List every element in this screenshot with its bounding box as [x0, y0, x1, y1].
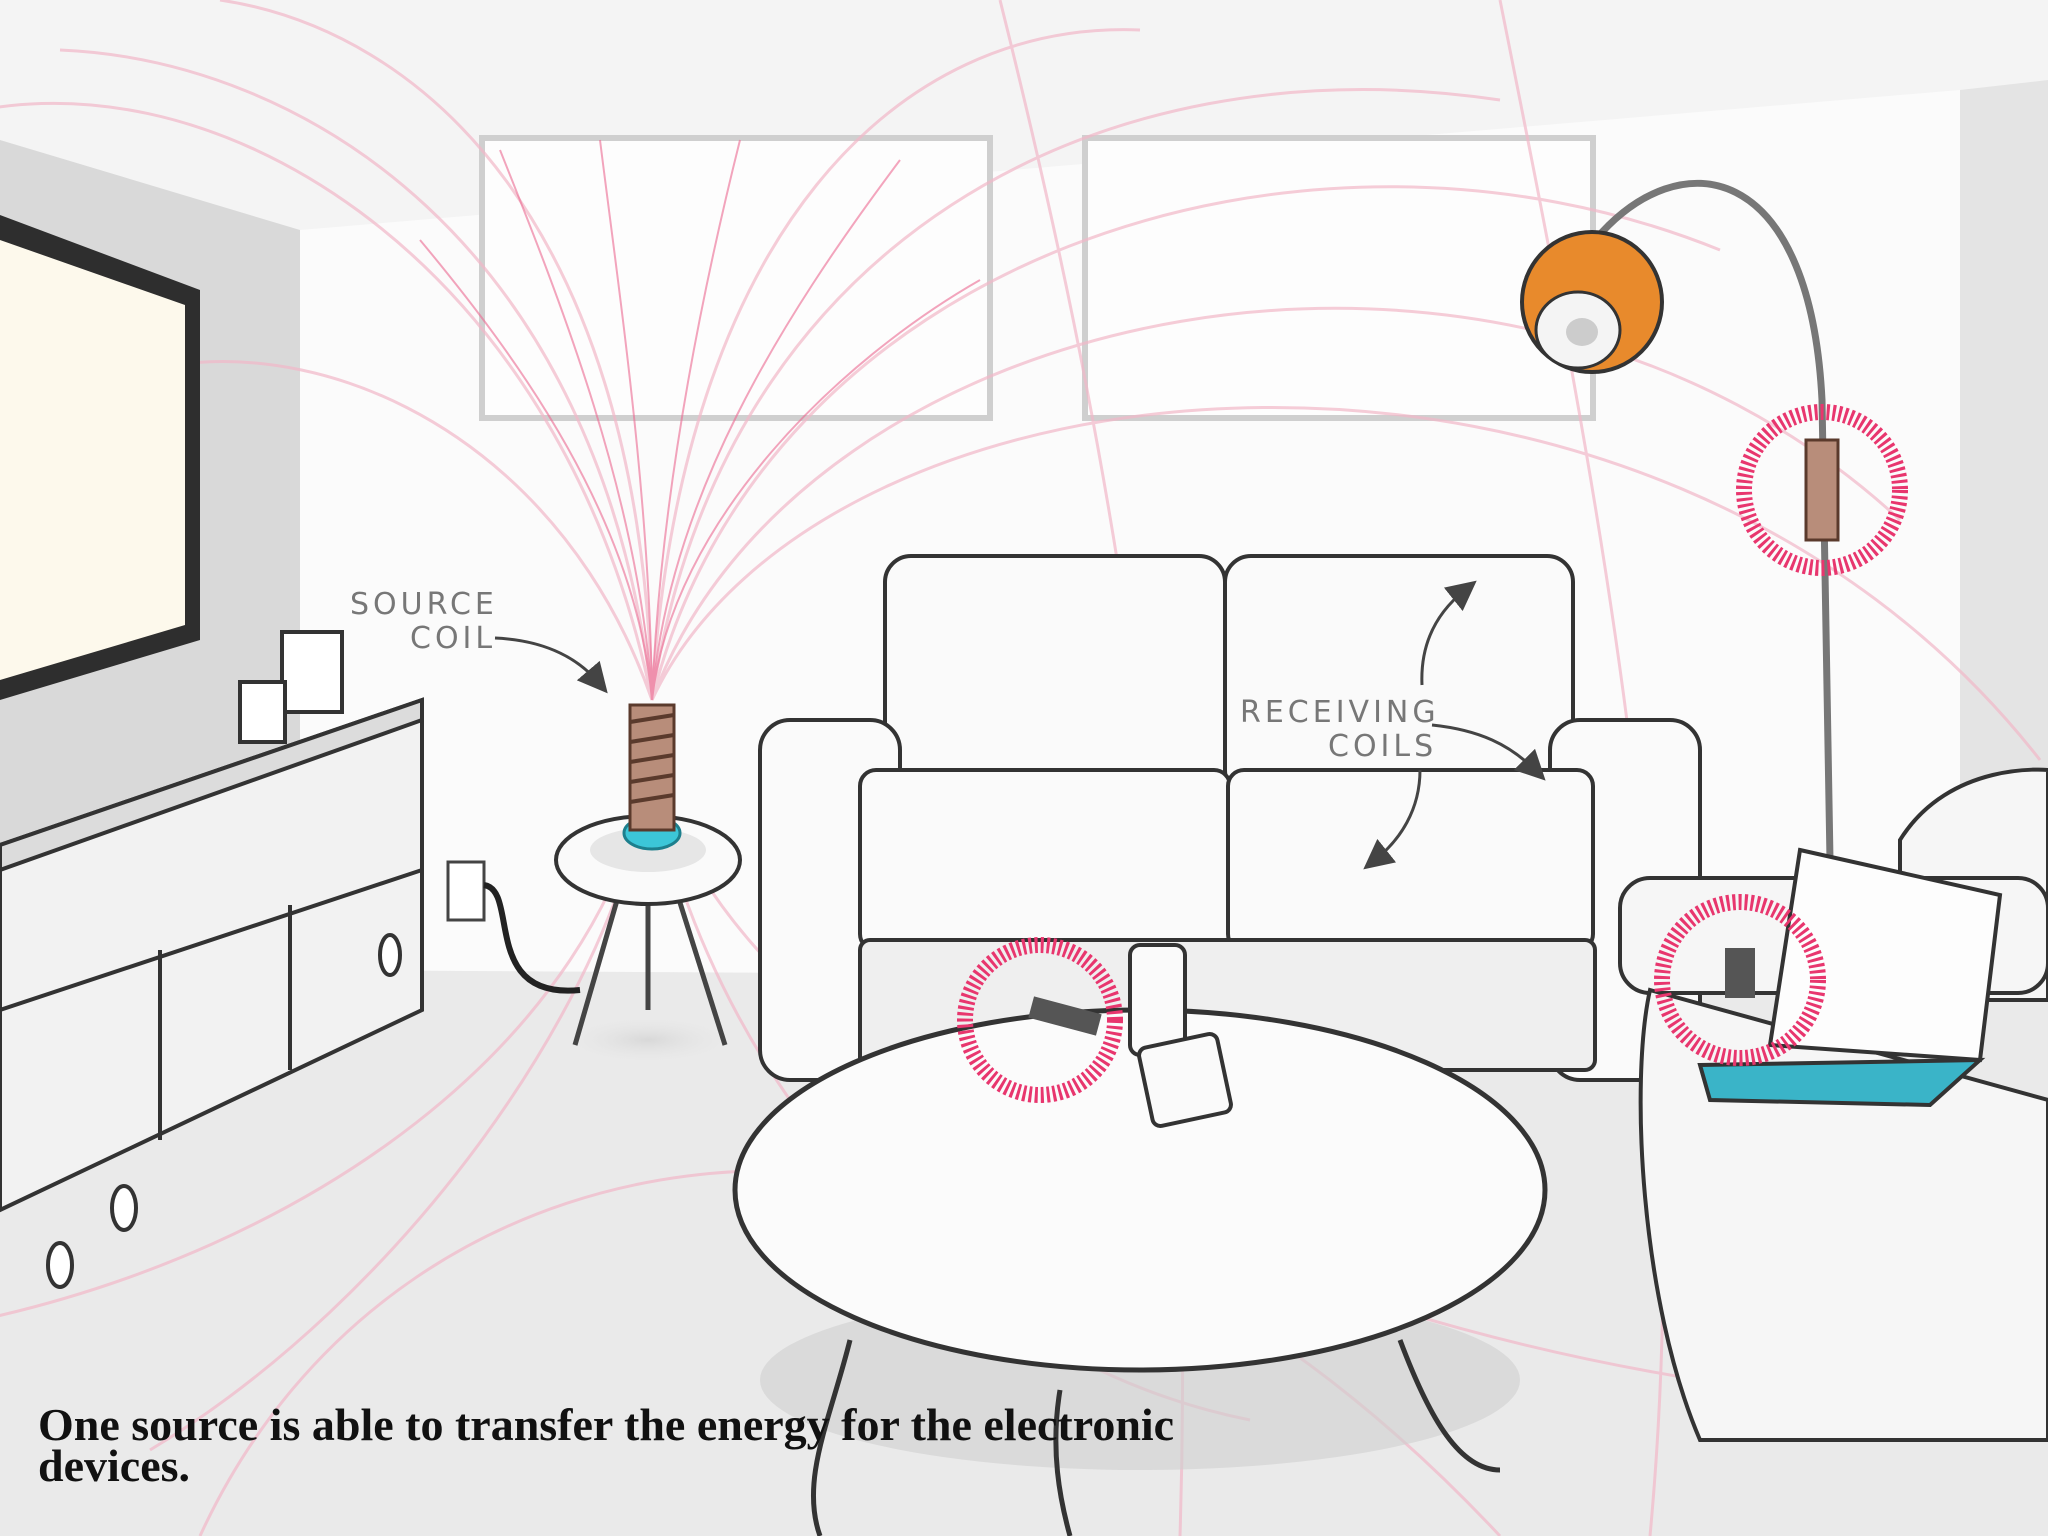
caption-line-2: devices.	[38, 1440, 191, 1491]
svg-text:COILS: COILS	[1328, 729, 1437, 764]
television	[0, 215, 200, 700]
floor-lamp	[1520, 179, 1834, 861]
svg-text:RECEIVING: RECEIVING	[1240, 695, 1440, 730]
receiving-coils-label: RECEIVING COILS	[1240, 695, 1440, 764]
caption: One source is able to transfer the energ…	[38, 1399, 1438, 1491]
lamp-receiver-coil-ring-icon	[1736, 404, 1908, 576]
receiving-coil-up-curved-arrow-icon	[1420, 580, 1477, 686]
source-coil-curved-arrow-icon	[494, 636, 608, 694]
sofa	[758, 554, 1702, 1082]
caption-line-1: One source is able to transfer the energ…	[38, 1399, 1175, 1450]
receiving-coil-right-curved-arrow-icon	[1431, 723, 1546, 781]
receiving-coil-down-curved-arrow-icon	[1363, 769, 1422, 870]
side-table	[548, 814, 748, 1068]
phone-receiver-coil-ring-icon	[957, 937, 1123, 1103]
wall-outlet	[446, 860, 581, 994]
svg-text:COIL: COIL	[410, 621, 496, 656]
source-field-fan	[419, 139, 981, 701]
media-cabinet	[0, 630, 424, 1289]
laptop	[1697, 847, 2003, 1108]
source-coil-label: SOURCE COIL	[350, 587, 498, 656]
laptop-receiver-coil-ring-icon	[1654, 894, 1826, 1066]
source-coil-icon	[622, 703, 682, 851]
phone	[1128, 943, 1233, 1128]
coffee-table	[732, 1007, 1548, 1536]
svg-text:SOURCE: SOURCE	[350, 587, 498, 622]
